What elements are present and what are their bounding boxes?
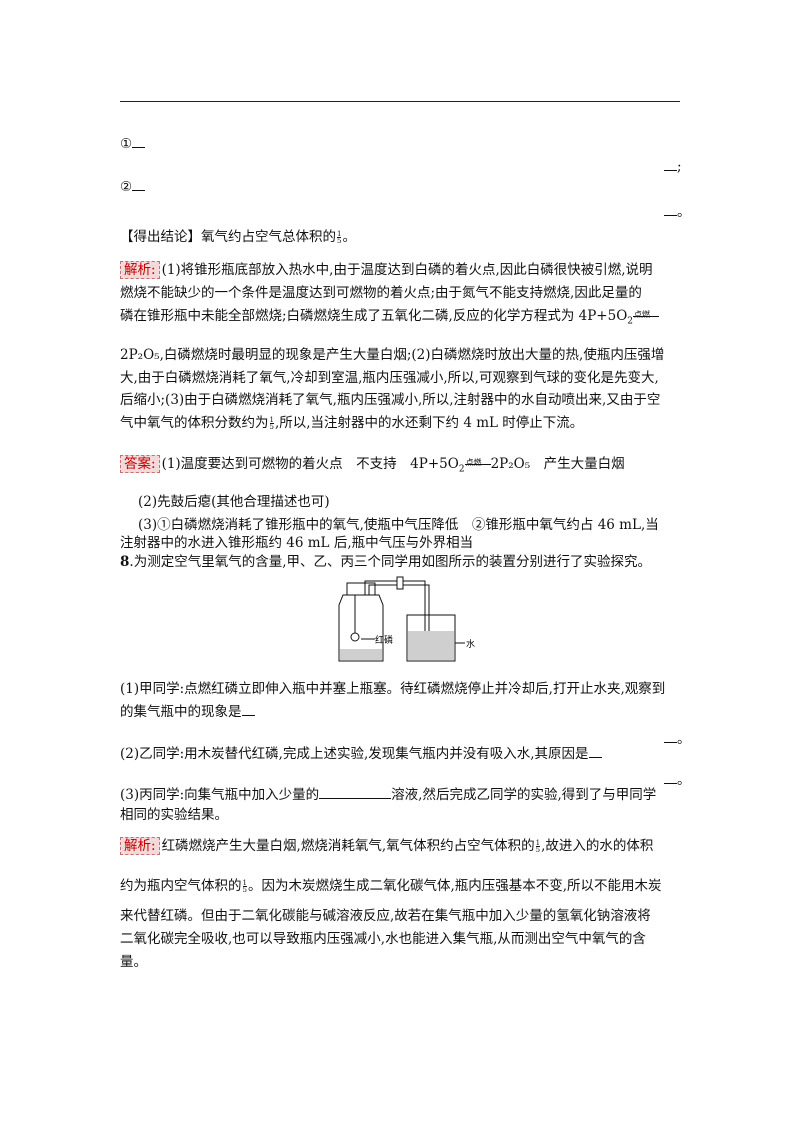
analysis-line-2: 燃烧不能缺少的一个条件是温度达到可燃物的着火点;由于氮气不能支持燃烧,因此足量的: [120, 285, 642, 301]
analysis-line-3: 磷在锥形瓶中未能全部燃烧;白磷燃烧生成了五氧化二磷,反应的化学方程式为 4P+5…: [120, 307, 660, 331]
q8-part1: (1)甲同学:点燃红磷立即伸入瓶中并塞上瓶塞。待红磷燃烧停止并冷却后,打开止水夹…: [120, 681, 666, 697]
reaction-arrow: 点燃: [633, 310, 660, 319]
blank-line-1: ①: [120, 135, 146, 153]
analysis-line-4: 2P₂O₅,白磷燃烧时最明显的现象是产生大量白烟;(2)白磷燃烧时放出大量的热,…: [120, 347, 665, 363]
blank-end-1: ;: [664, 158, 682, 175]
answer-line-4: 注射器中的水进入锥形瓶约 46 mL 后,瓶中气压与外界相当: [120, 535, 474, 551]
answer-tag: 答案:: [120, 455, 160, 473]
red-phosphorus-spoon: [350, 632, 360, 642]
q8-part3: (3)丙同学:向集气瓶中加入少量的溶液,然后完成乙同学的实验,得到了与甲同学: [120, 787, 657, 803]
analysis-line-5: 大,由于白磷燃烧消耗了氧气,冷却到室温,瓶内压强减小,所以,可观察到气球的变化是…: [120, 370, 659, 386]
header-rule: [120, 101, 680, 102]
analysis-tag: 解析:: [120, 261, 160, 279]
analysis-line-1: 解析:(1)将锥形瓶底部放入热水中,由于温度达到白磷的着火点,因此白磷很快被引燃…: [120, 261, 653, 279]
tube: [364, 580, 426, 655]
answer-line-2: (2)先鼓后瘪(其他合理描述也可): [138, 494, 330, 510]
clamp: [396, 576, 404, 590]
blank-line-2: ②: [120, 178, 146, 196]
answer-line-3: (3)①白磷燃烧消耗了锥形瓶中的氧气,使瓶中气压降低 ②锥形瓶中氧气约占 46 …: [138, 517, 659, 533]
svg-text:红磷: 红磷: [375, 634, 393, 646]
solution-line-4: 二氧化碳完全吸收,也可以导致瓶内压强减小,水也能进入集气瓶,从而测出空气中氧气的…: [120, 931, 646, 947]
bottle-water: [340, 649, 382, 660]
analysis-line-6: 后缩小;(3)由于白磷燃烧消耗了氧气,瓶内压强减小,所以,注射器中的水自动喷出来…: [120, 392, 661, 408]
beaker-water: [408, 631, 454, 660]
beaker: [406, 614, 456, 662]
apparatus-figure: 红磷 水: [338, 576, 475, 662]
blank-end-2: 。: [664, 200, 691, 220]
q8-part2: (2)乙同学:用木炭替代红磷,完成上述实验,发现集气瓶内并没有吸入水,其原因是: [120, 745, 602, 763]
solution-line-5: 量。: [120, 954, 147, 970]
solution-line-3: 来代替红磷。但由于二氧化碳能与碱溶液反应,故若在集气瓶中加入少量的氢氧化钠溶液将: [120, 908, 651, 924]
question-8: 8.为测定空气里氧气的含量,甲、乙、丙三个同学用如图所示的装置分别进行了实验探究…: [120, 554, 651, 570]
gas-bottle: [338, 594, 384, 662]
svg-text:水: 水: [466, 638, 475, 650]
